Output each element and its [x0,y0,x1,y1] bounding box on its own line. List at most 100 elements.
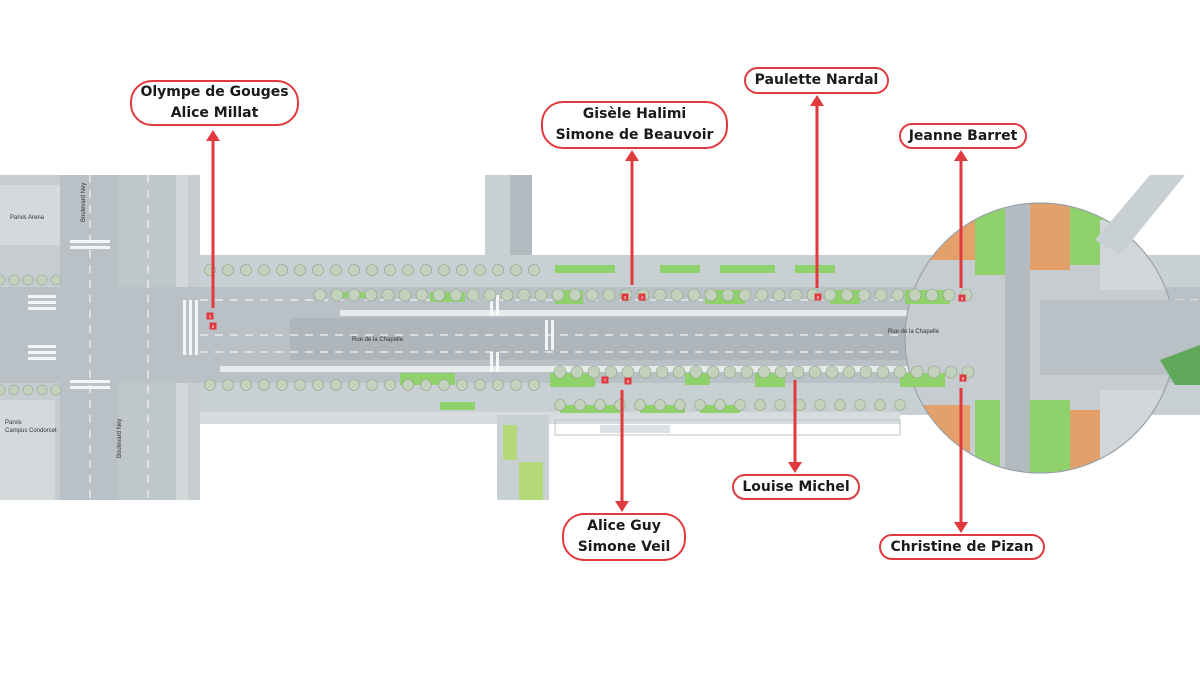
tree-canopy [8,274,20,286]
tree-canopy [8,384,20,396]
tree-canopy [222,379,234,391]
tree-canopy [857,288,871,302]
planting-strip [795,265,835,273]
planting-strip [555,265,615,273]
map-marker-number: 3 [624,295,627,300]
tree-canopy [222,264,234,276]
callout-christine-de-pizan: Christine de Pizan [879,534,1045,560]
tree-canopy [834,399,846,411]
tree-canopy [634,399,646,411]
map-marker [959,374,967,382]
tree-canopy [347,288,361,302]
tree-canopy [381,288,395,302]
tree-canopy [313,288,327,302]
map-marker [621,293,629,301]
callout-jeanne-barret: Jeanne Barret [899,123,1027,149]
tree-canopy [415,288,429,302]
map-marker [601,376,609,384]
tree-canopy [22,384,34,396]
tree-canopy [757,365,771,379]
tree-canopy [330,288,344,302]
callout-line: Alice Guy [587,518,661,534]
callout-arrow-head [625,150,639,161]
tree-canopy [942,288,956,302]
map-marker-number: 1 [209,314,212,319]
planting-strip [430,292,465,302]
tree-canopy [438,379,450,391]
tree-canopy [449,288,463,302]
tree-canopy [36,274,48,286]
tree-canopy [348,379,360,391]
tree-canopy [774,399,786,411]
callout-louise-michel: Louise Michel [732,474,860,500]
callout-line: Jeanne Barret [908,127,1018,144]
tree-canopy [466,288,480,302]
tree-canopy [438,264,450,276]
tree-canopy [859,365,873,379]
tree-canopy [772,288,786,302]
tree-canopy [602,288,616,302]
tree-canopy [528,379,540,391]
tree-canopy [789,288,803,302]
tree-canopy [894,399,906,411]
tree-canopy [740,365,754,379]
tree-canopy [312,379,324,391]
tree-canopy [927,365,941,379]
callout-arrow-head [810,95,824,106]
planting-strip [720,265,775,273]
tree-canopy [456,379,468,391]
place-label-parvis-campus-line2: Campus Condorcet [5,428,57,434]
callout-alice-guy-simone-veil: Alice Guy Simone Veil [562,513,686,561]
map-marker-number: 8 [627,379,630,384]
callout-line: Christine de Pizan [890,538,1034,555]
tree-canopy [755,288,769,302]
callout-arrow-head [615,501,629,512]
tree-canopy [585,288,599,302]
tree-canopy [587,365,601,379]
tree-canopy [517,288,531,302]
tree-canopy [551,288,565,302]
map-marker-number: 5 [817,295,820,300]
tree-canopy [621,365,635,379]
tree-canopy [276,264,288,276]
tree-canopy [492,264,504,276]
street-label-rue-chapelle-west: Rue de la Chapelle [352,337,404,343]
callout-line: Paulette Nardal [754,72,879,88]
map-marker-number: 2 [212,324,215,329]
tree-canopy [240,379,252,391]
tree-canopy [0,384,6,396]
tree-canopy [402,379,414,391]
map-marker [624,377,632,385]
tree-canopy [638,365,652,379]
tree-canopy [553,365,567,379]
street-label-boulevard-ney-north: Boulevard Ney [81,183,87,222]
tree-canopy [420,264,432,276]
place-label-parvis-campus-line1: Parvis [5,420,22,426]
callout-olympe-de-gouges-alice-millat: Olympe de Gouges Alice Millat [130,80,299,126]
tree-canopy [312,264,324,276]
tree-canopy [774,365,788,379]
tree-canopy [706,365,720,379]
map-marker-number: 4 [641,295,644,300]
callout-arrow-head [954,150,968,161]
tree-canopy [36,384,48,396]
tree-canopy [384,379,396,391]
tree-canopy [925,288,939,302]
tree-canopy [689,365,703,379]
tree-canopy [510,379,522,391]
map-marker-number: 9 [962,376,965,381]
tree-canopy [808,365,822,379]
tree-canopy [398,288,412,302]
tree-canopy [655,365,669,379]
tree-canopy [825,365,839,379]
place-label-parvis-arena: Parvis Arena [10,215,45,221]
tree-canopy [670,288,684,302]
tree-canopy [510,264,522,276]
tree-canopy [734,399,746,411]
tree-canopy [944,365,958,379]
callout-line: Simone de Beauvoir [555,127,714,143]
tree-canopy [276,379,288,391]
tree-canopy [258,379,270,391]
tree-canopy [574,399,586,411]
tree-canopy [687,288,701,302]
